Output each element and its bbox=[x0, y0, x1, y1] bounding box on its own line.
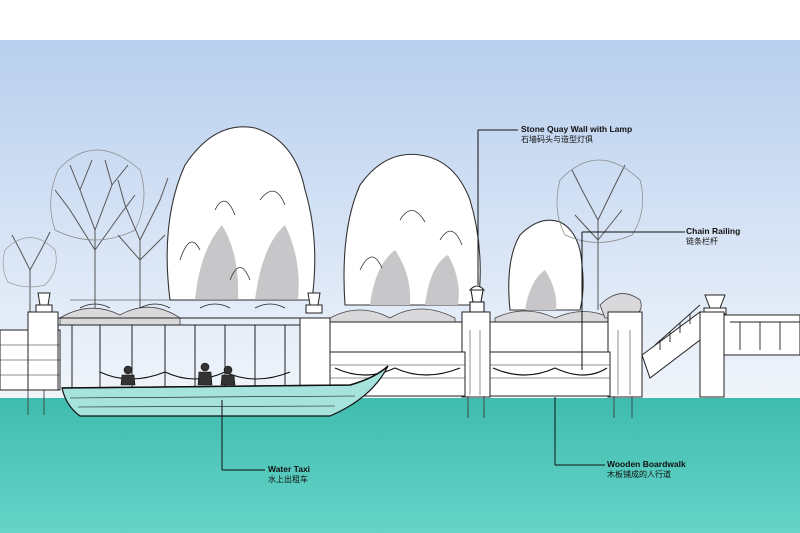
willow-tree-right bbox=[508, 219, 584, 311]
callout-water-taxi: Water Taxi 水上出租车 bbox=[268, 464, 310, 485]
callout-water-taxi-zh: 水上出租车 bbox=[268, 474, 308, 484]
callout-wooden-boardwalk-en: Wooden Boardwalk bbox=[607, 459, 686, 469]
callout-wooden-boardwalk: Wooden Boardwalk 木板铺成的人行道 bbox=[607, 459, 686, 480]
water-taxi-boat bbox=[61, 365, 389, 417]
quay-lamp bbox=[468, 285, 486, 313]
bare-tree-left bbox=[2, 149, 169, 320]
callout-stone-quay-zh: 石墙码头与造型灯俱 bbox=[521, 134, 593, 144]
stair-railing bbox=[654, 304, 800, 350]
callout-stone-quay-en: Stone Quay Wall with Lamp bbox=[521, 124, 633, 134]
willow-tree-center bbox=[343, 153, 481, 306]
water-posts bbox=[27, 390, 633, 418]
callout-water-taxi-en: Water Taxi bbox=[268, 464, 311, 474]
callout-stone-quay: Stone Quay Wall with Lamp 石墙码头与造型灯俱 bbox=[521, 124, 632, 145]
callout-chain-railing: Chain Railing 链条栏杆 bbox=[686, 226, 740, 247]
bare-tree-right bbox=[556, 159, 643, 310]
willow-tree-center-left bbox=[166, 126, 316, 301]
callout-chain-railing-en: Chain Railing bbox=[686, 226, 741, 236]
water-band bbox=[0, 398, 800, 533]
callout-chain-railing-zh: 链条栏杆 bbox=[686, 236, 718, 246]
callout-wooden-boardwalk-zh: 木板铺成的人行道 bbox=[607, 469, 671, 479]
callout-leaders bbox=[221, 129, 685, 471]
quay-walls bbox=[0, 311, 800, 398]
urn-planters bbox=[35, 292, 727, 315]
passengers bbox=[120, 362, 236, 386]
shrub-band bbox=[59, 293, 642, 326]
